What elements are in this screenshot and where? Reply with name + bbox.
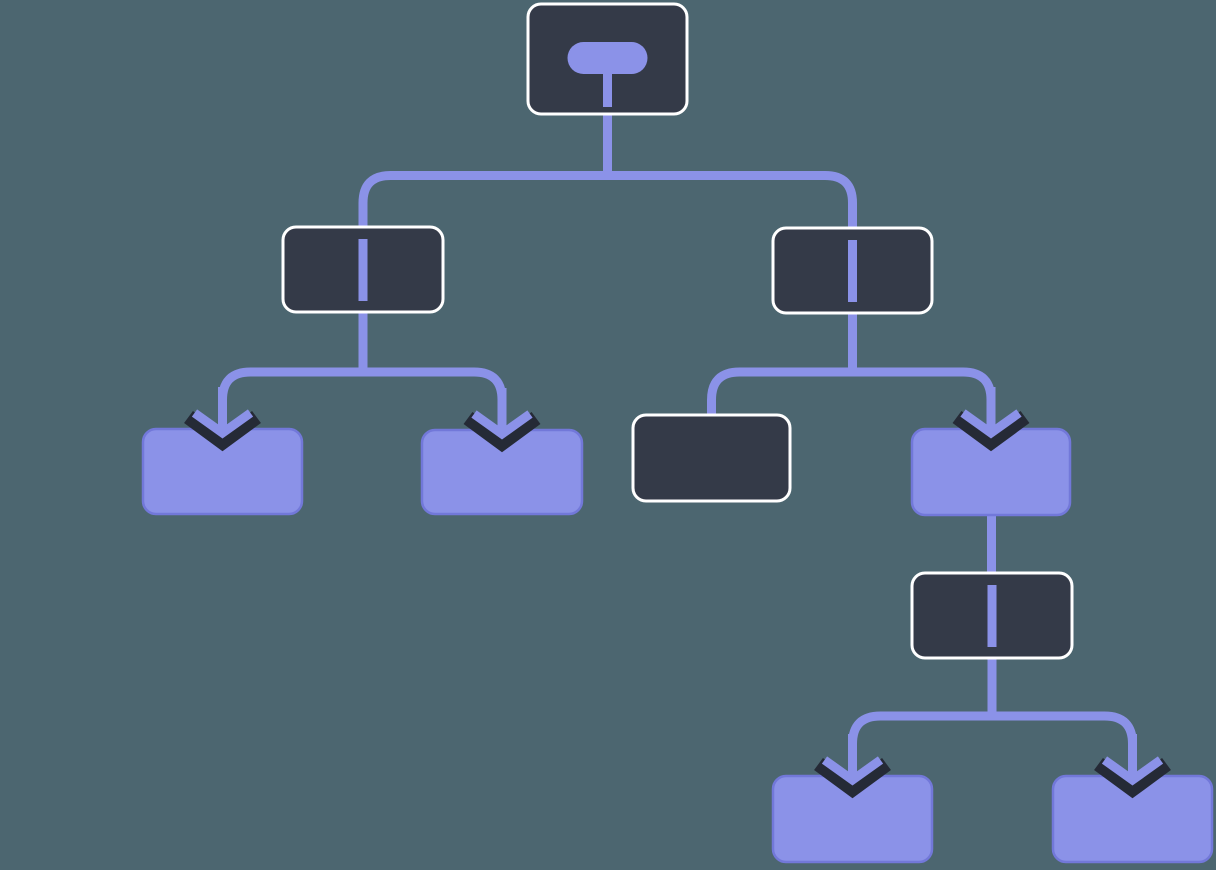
double-chevron-down-icon <box>463 388 541 453</box>
chevron-dark-shadow <box>814 757 891 799</box>
node-branch-left <box>281 225 445 314</box>
node-dark-leaf <box>631 413 792 503</box>
double-chevron-down-icon <box>814 734 891 799</box>
chevron-purple <box>960 409 1022 439</box>
node-root <box>526 2 689 116</box>
node-branch-lower <box>910 571 1074 660</box>
chevron-dark-shadow <box>463 411 541 453</box>
edge-root-split-rail <box>358 171 857 233</box>
double-chevron-down-icon <box>184 387 261 452</box>
arrowheads-layer <box>184 387 1171 799</box>
chevron-dark-shadow <box>184 410 261 452</box>
node-dark-leaf-box <box>631 413 792 503</box>
double-chevron-down-icon <box>952 387 1030 452</box>
chevron-purple <box>191 409 254 439</box>
chevron-dark-shadow <box>1094 757 1171 799</box>
root-capsule-icon <box>567 42 648 107</box>
edge-bottom-split-rail <box>848 711 1137 771</box>
chevron-purple <box>1101 756 1164 786</box>
double-chevron-down-icon <box>1094 734 1171 799</box>
nodes-layer <box>141 2 1214 864</box>
root-capsule-pill <box>567 42 648 74</box>
node-branch-right <box>771 226 934 315</box>
chevron-purple <box>471 410 533 440</box>
edge-left-split-rail <box>218 367 507 426</box>
chevron-dark-shadow <box>952 410 1030 452</box>
chevron-purple <box>821 756 884 786</box>
